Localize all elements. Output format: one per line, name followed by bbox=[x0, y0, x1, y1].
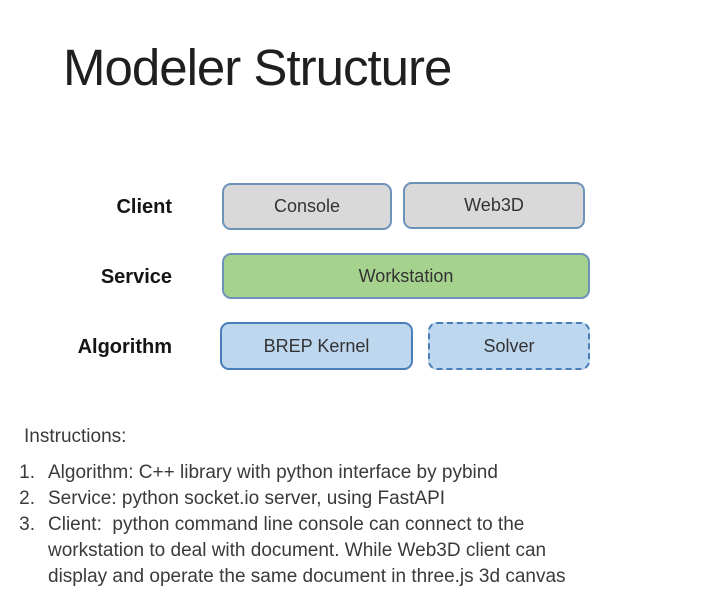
diagram-box-brep-kernel: BREP Kernel bbox=[220, 322, 413, 370]
page-title: Modeler Structure bbox=[63, 39, 452, 96]
diagram-box-console: Console bbox=[222, 183, 392, 230]
diagram-box-web3d: Web3D bbox=[403, 182, 585, 229]
diagram-box-workstation: Workstation bbox=[222, 253, 590, 299]
instructions-list: 1. Algorithm: C++ library with python in… bbox=[0, 460, 702, 590]
row-label-service: Service bbox=[100, 266, 172, 288]
list-item-text: Algorithm: C++ library with python inter… bbox=[48, 462, 498, 483]
diagram-box-brep-kernel-label: BREP Kernel bbox=[263, 335, 370, 356]
list-item-text: Client: python command line console can … bbox=[48, 514, 566, 587]
diagram-box-web3d-label: Web3D bbox=[464, 195, 524, 215]
list-item-number: 2. bbox=[19, 488, 35, 509]
list-item-number: 3. bbox=[19, 514, 35, 535]
list-item-text: Service: python socket.io server, using … bbox=[48, 488, 446, 509]
row-label-client: Client bbox=[116, 196, 172, 218]
diagram-box-solver-label: Solver bbox=[483, 335, 535, 356]
diagram-box-solver: Solver bbox=[428, 322, 590, 370]
diagram-box-console-label: Console bbox=[273, 196, 341, 216]
instructions-heading: Instructions: bbox=[24, 426, 127, 447]
list-item: 1. Algorithm: C++ library with python in… bbox=[0, 460, 702, 486]
list-item: 3. Client: python command line console c… bbox=[0, 512, 702, 590]
diagram-box-workstation-label: Workstation bbox=[358, 265, 454, 286]
list-item: 2. Service: python socket.io server, usi… bbox=[0, 486, 702, 512]
row-label-algorithm: Algorithm bbox=[77, 336, 172, 358]
list-item-number: 1. bbox=[19, 462, 35, 483]
